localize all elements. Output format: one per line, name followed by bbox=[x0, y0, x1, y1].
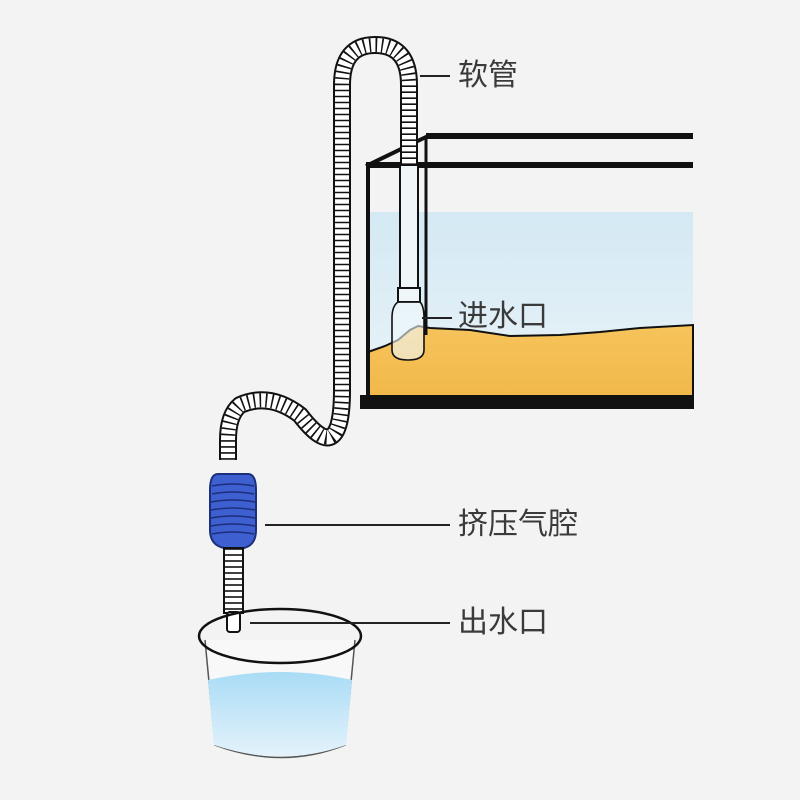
bucket-water bbox=[208, 672, 352, 757]
inlet-nozzle bbox=[391, 164, 425, 361]
label-squeeze-bulb: 挤压气腔 bbox=[458, 507, 578, 542]
label-inlet: 进水口 bbox=[458, 299, 548, 334]
hose bbox=[219, 36, 418, 460]
outlet-pipe bbox=[223, 547, 244, 633]
squeeze-bulb bbox=[209, 473, 257, 549]
leader-lines bbox=[250, 75, 452, 624]
aquarium-tank bbox=[360, 133, 694, 409]
bucket bbox=[197, 607, 363, 759]
label-hose: 软管 bbox=[458, 58, 518, 93]
label-outlet: 出水口 bbox=[458, 605, 548, 640]
